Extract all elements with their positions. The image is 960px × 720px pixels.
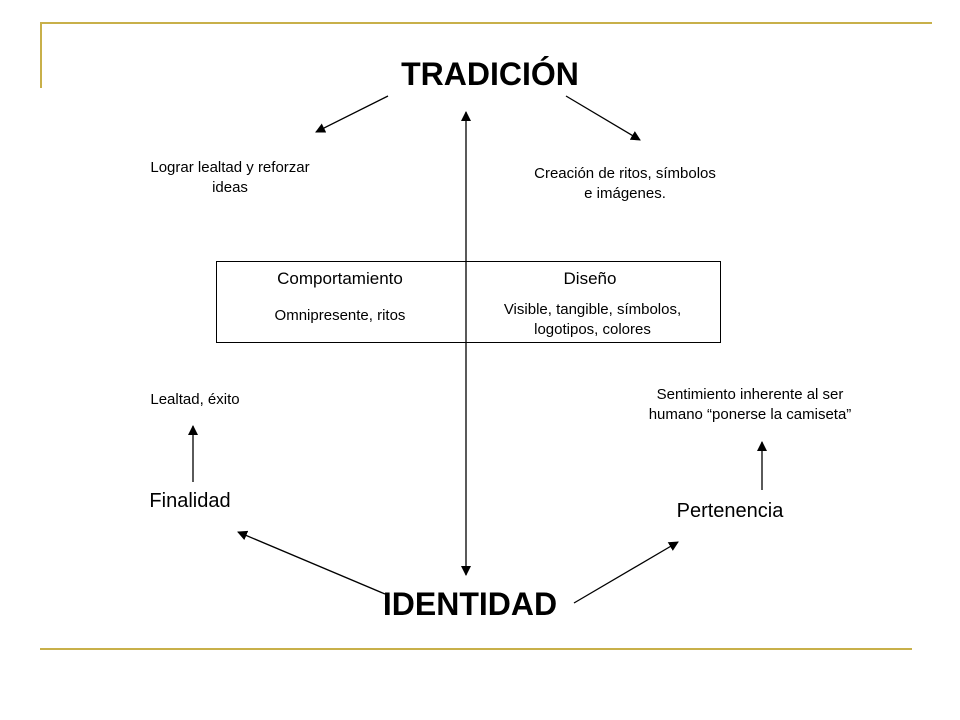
pertenencia-label: Pertenencia	[676, 500, 784, 522]
sentimiento-text: Sentimiento inherente al ser humano “pon…	[600, 385, 900, 424]
left-accent-line	[40, 22, 42, 88]
arrow-identidad-to-pertenencia	[573, 541, 679, 604]
tradicion-right-line2: e imágenes.	[584, 184, 666, 202]
diseno-heading: Diseño	[563, 269, 617, 288]
finalidad-label: Finalidad	[149, 490, 231, 512]
tradicion-left-line2: ideas	[212, 178, 248, 196]
sentimiento-line2: humano “ponerse la camiseta”	[648, 405, 852, 423]
sentimiento-line1: Sentimiento inherente al ser	[656, 386, 844, 403]
lealtad-exito-text: Lealtad, éxito	[150, 391, 240, 408]
center-box	[216, 261, 721, 343]
arrow-identidad-to-finalidad	[237, 530, 386, 595]
diseno-text-line2: logotipos, colores	[534, 320, 651, 338]
tradicion-right-line1: Creación de ritos, símbolos	[534, 165, 716, 182]
bottom-accent-line	[40, 648, 912, 650]
tradicion-left-text: Lograr lealtad y reforzar ideas	[110, 158, 350, 197]
tradicion-right-text: Creación de ritos, símbolos e imágenes.	[500, 164, 750, 203]
tradicion-title: TRADICIÓN	[401, 56, 579, 92]
comportamiento-heading: Comportamiento	[277, 269, 403, 288]
identidad-title: IDENTIDAD	[382, 586, 558, 622]
diseno-text-line1: Visible, tangible, símbolos,	[503, 301, 682, 318]
diseno-text: Visible, tangible, símbolos, logotipos, …	[470, 300, 715, 339]
comportamiento-text: Omnipresente, ritos	[274, 307, 406, 324]
tradicion-left-line1: Lograr lealtad y reforzar	[150, 159, 310, 176]
arrow-tradicion-to-left	[315, 95, 389, 133]
arrow-tradicion-to-right	[565, 95, 641, 141]
top-accent-line	[40, 22, 932, 24]
